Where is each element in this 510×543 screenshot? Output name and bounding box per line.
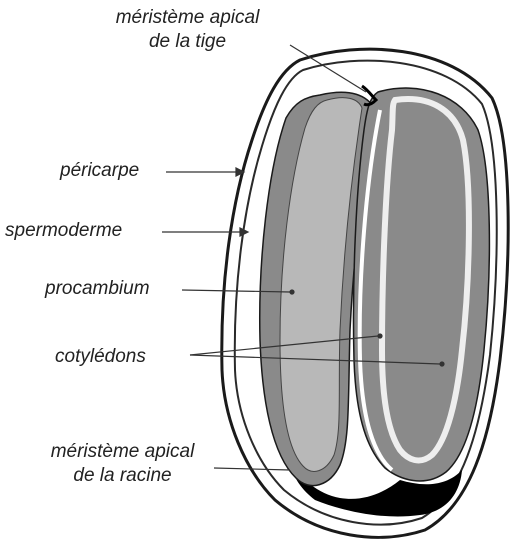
label-seed-coat: spermoderme bbox=[5, 219, 122, 243]
label-meristem-root: méristème apical de la racine bbox=[20, 440, 225, 488]
dot-procambium bbox=[290, 290, 294, 294]
label-procambium: procambium bbox=[45, 277, 150, 301]
label-pericarp: péricarpe bbox=[60, 159, 139, 183]
label-meristem-shoot-line1: méristème apical bbox=[85, 6, 290, 30]
label-meristem-shoot: méristème apical de la tige bbox=[85, 6, 290, 54]
label-meristem-root-line1: méristème apical bbox=[20, 440, 225, 464]
label-meristem-root-line2: de la racine bbox=[20, 464, 225, 488]
dot-cotyledon-right bbox=[440, 362, 444, 366]
dot-cotyledon-left bbox=[378, 334, 382, 338]
label-cotyledons: cotylédons bbox=[55, 345, 146, 369]
label-meristem-shoot-line2: de la tige bbox=[85, 30, 290, 54]
